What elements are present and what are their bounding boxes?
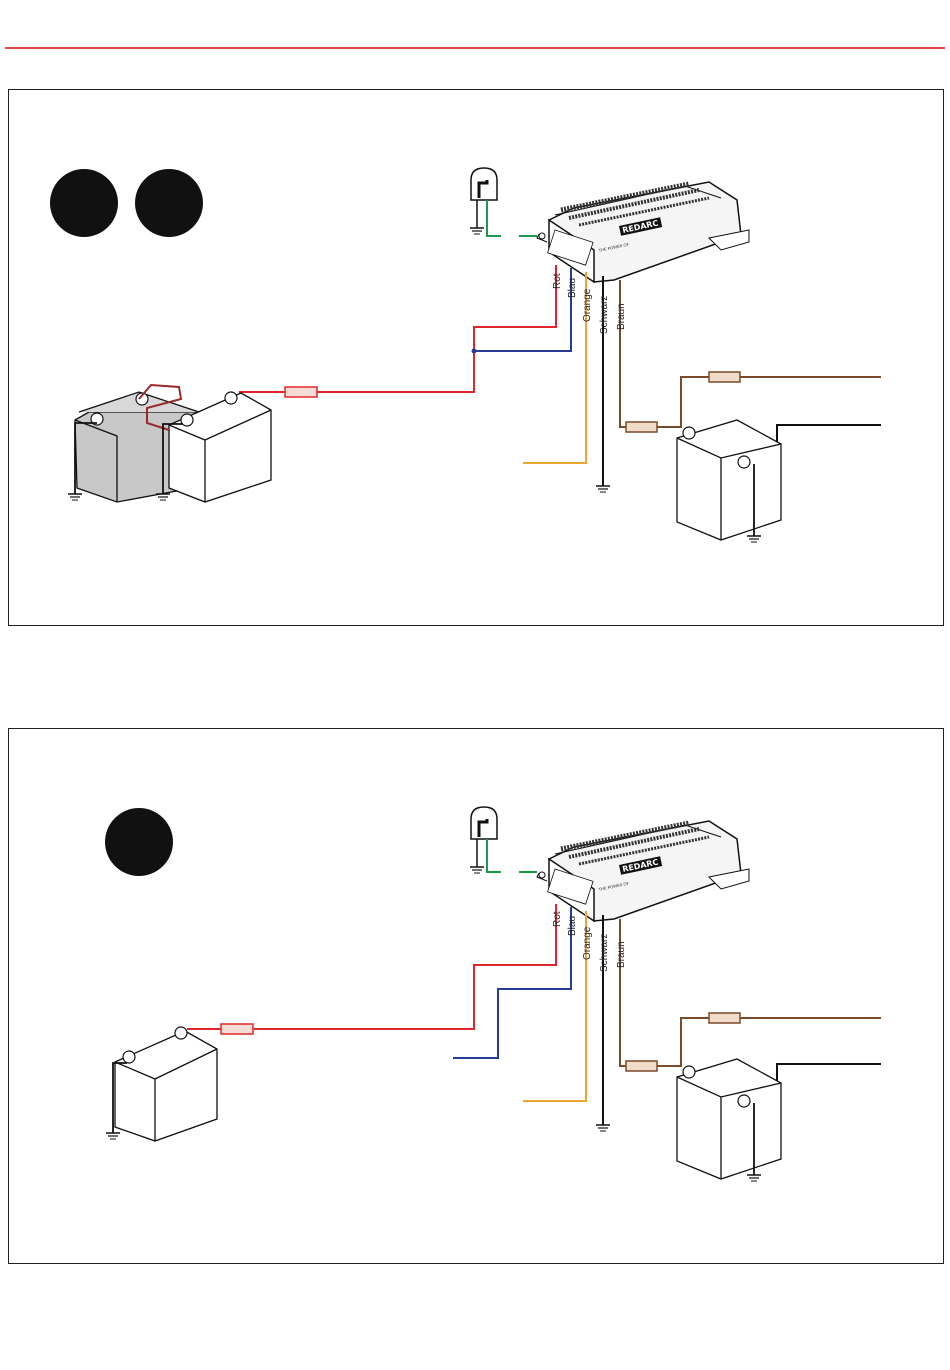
house-battery-icon bbox=[677, 1059, 781, 1179]
badge-circle-1 bbox=[105, 808, 173, 876]
ground-symbol bbox=[106, 1133, 120, 1139]
wire-blue bbox=[453, 907, 571, 1058]
wire-label-red: Rot bbox=[552, 273, 563, 289]
ground-symbol bbox=[747, 1175, 761, 1181]
wiring-diagram-bottom-svg: THE POWER OF REDARC Rot Blau Orange Schw… bbox=[9, 729, 945, 1265]
wiring-diagram-top: THE POWER OF REDARC Rot Blau Orange Schw… bbox=[8, 89, 944, 626]
starter-battery-icon bbox=[115, 1027, 217, 1141]
wire-red bbox=[254, 904, 556, 1029]
ignition-switch-icon bbox=[470, 807, 537, 873]
ignition-switch-icon bbox=[470, 168, 537, 236]
wire-label-orange: Orange bbox=[582, 288, 593, 322]
ground-symbol bbox=[747, 536, 761, 542]
fuse-icon bbox=[626, 422, 657, 432]
wiring-diagram-top-svg: THE POWER OF REDARC Rot Blau Orange Schw… bbox=[9, 90, 945, 627]
wire-label-black: Schwarz bbox=[599, 934, 610, 972]
wiring-diagram-bottom: THE POWER OF REDARC Rot Blau Orange Schw… bbox=[8, 728, 944, 1264]
fuse-icon bbox=[626, 1061, 657, 1071]
wire-red bbox=[317, 265, 556, 392]
battery-charger-device: THE POWER OF REDARC bbox=[537, 182, 749, 282]
header-rule bbox=[5, 47, 945, 49]
battery-charger-device: THE POWER OF REDARC bbox=[537, 821, 749, 921]
ground-symbol bbox=[596, 1125, 610, 1131]
ground-symbol bbox=[596, 486, 610, 492]
wire-label-brown: Braun bbox=[616, 303, 627, 330]
wire-label-black: Schwarz bbox=[599, 296, 610, 334]
wire-junction bbox=[472, 349, 477, 354]
house-battery-icon bbox=[677, 420, 781, 540]
wire-brown bbox=[620, 919, 626, 1066]
fuse-icon bbox=[285, 387, 317, 397]
wire-orange bbox=[523, 272, 586, 463]
wire-label-orange: Orange bbox=[582, 926, 593, 960]
wire-label-red: Rot bbox=[552, 911, 563, 927]
fuse-icon bbox=[709, 372, 740, 382]
fuse-icon bbox=[221, 1024, 253, 1034]
wire-orange bbox=[523, 911, 586, 1101]
badge-circle-1 bbox=[50, 169, 118, 237]
wire-label-blue: Blau bbox=[567, 916, 578, 936]
wire-label-blue: Blau bbox=[567, 278, 578, 298]
fuse-icon bbox=[709, 1013, 740, 1023]
ground-symbol bbox=[68, 494, 82, 500]
wire-brown bbox=[620, 280, 626, 427]
badge-circle-2 bbox=[135, 169, 203, 237]
wire-label-brown: Braun bbox=[616, 941, 627, 968]
